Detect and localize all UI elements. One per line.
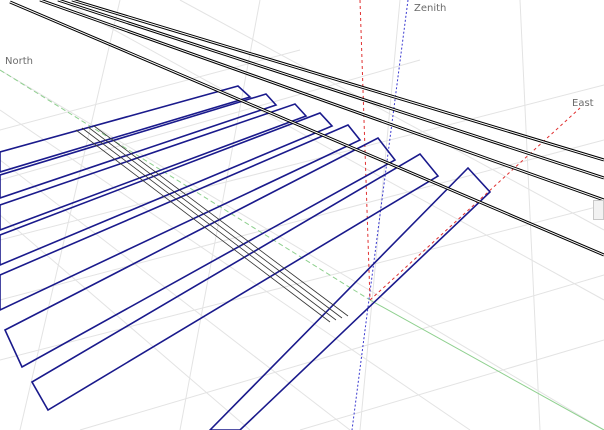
tray-6: [3, 136, 397, 369]
zenith-axis: [351, 0, 409, 430]
tray-5: [0, 124, 362, 311]
ladder-rails: [75, 125, 349, 323]
pipe-highlights: [9, 0, 604, 256]
tray-4: [0, 112, 334, 266]
east-axis-label: East: [572, 98, 594, 109]
tray-1: [0, 85, 252, 173]
north-axis-solid: [369, 299, 604, 430]
tray-8: [208, 166, 492, 430]
tray-3: [0, 103, 308, 231]
tray-2: [0, 93, 278, 199]
tray-group: [0, 85, 492, 430]
red-vertical-guide: [359, 0, 371, 301]
north-axis: [0, 69, 371, 301]
zenith-axis-label: Zenith: [414, 3, 447, 14]
scroll-handle[interactable]: [593, 200, 604, 220]
tray-7: [30, 152, 440, 412]
north-axis-label: North: [5, 56, 33, 67]
